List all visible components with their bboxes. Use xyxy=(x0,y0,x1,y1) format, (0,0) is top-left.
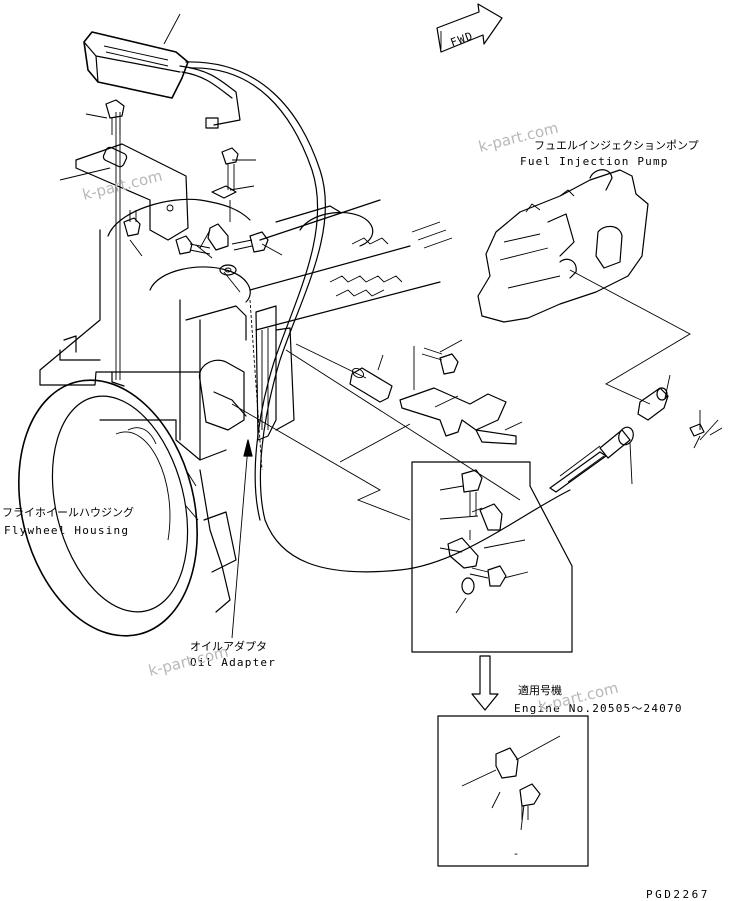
label-flywheel-housing-en: Flywheel Housing xyxy=(4,524,129,537)
fwd-arrow-icon xyxy=(436,3,503,53)
label-flywheel-housing-jp: フライホイールハウジング xyxy=(2,505,134,519)
cable-end xyxy=(549,387,719,493)
down-arrow-icon xyxy=(471,655,499,711)
clamp xyxy=(207,185,237,251)
spacer-tube xyxy=(349,367,393,403)
bolt xyxy=(175,235,211,255)
bolt xyxy=(421,347,459,375)
watermark: k-part.com xyxy=(147,643,231,680)
bolt xyxy=(231,231,269,253)
flywheel-housing xyxy=(18,379,198,637)
control-cable xyxy=(185,61,571,573)
oil-adapter-pointer xyxy=(231,299,263,639)
label-oil-adapter-jp: オイルアダプタ xyxy=(190,639,267,653)
label-applicable-serial-en: Engine No.20505～24070 xyxy=(514,702,683,715)
fuel-injection-pump xyxy=(477,169,649,323)
drawing-code: PGD2267 xyxy=(646,888,710,901)
leader-lines xyxy=(59,13,723,831)
label-oil-adapter-en: Oil Adapter xyxy=(190,656,276,669)
detail-box-2: - xyxy=(437,715,589,867)
bolt xyxy=(123,210,141,237)
detail-marker: - xyxy=(514,847,518,860)
bolt xyxy=(221,147,239,190)
fwd-label: FWD xyxy=(449,29,475,49)
engine-block xyxy=(39,112,453,613)
cable-bracket xyxy=(399,346,517,445)
throttle-rod xyxy=(231,269,691,521)
label-fuel-injection-pump-en: Fuel Injection Pump xyxy=(520,155,669,168)
controller-unit xyxy=(83,31,241,129)
bolt xyxy=(105,99,125,135)
oil-adapter-bracket xyxy=(255,305,295,441)
label-applicable-serial-jp: 適用号機 xyxy=(518,683,562,697)
label-fuel-injection-pump-jp: フュエルインジェクションポンプ xyxy=(534,139,699,152)
detail-box-1 xyxy=(411,461,573,653)
mounting-bracket xyxy=(75,143,189,241)
